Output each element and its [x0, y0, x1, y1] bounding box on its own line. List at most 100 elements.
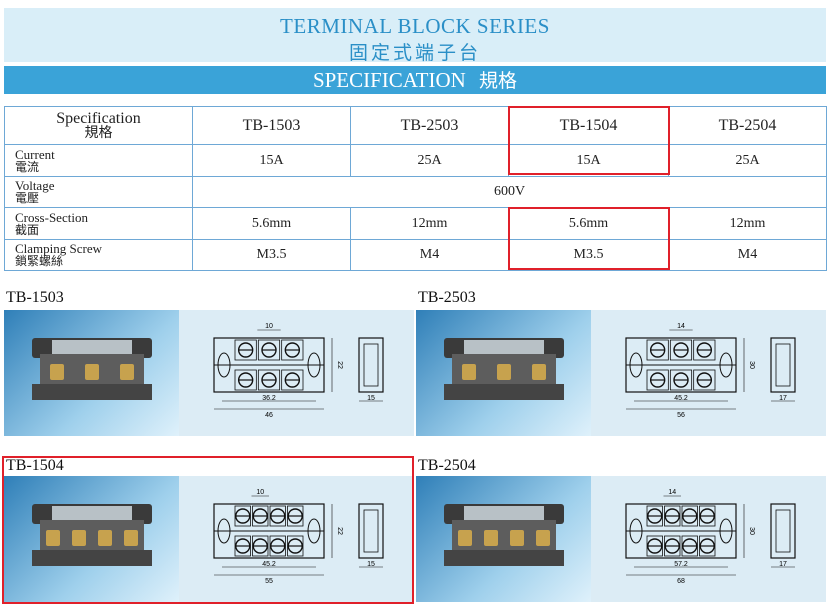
- terminal-block-image: [32, 504, 152, 574]
- highlight-box: [508, 207, 670, 270]
- terminal-cell: [681, 505, 698, 527]
- block-base: [444, 384, 564, 400]
- outer-dim-label: 56: [677, 412, 685, 419]
- side-dim-label: 15: [367, 561, 375, 568]
- terminal-screw: [458, 530, 472, 546]
- mount-hole: [307, 518, 321, 544]
- terminal-screw: [497, 364, 511, 380]
- terminal-cell: [669, 339, 693, 361]
- outer-dim-label: 46: [265, 412, 273, 419]
- side-dim-label: 15: [367, 395, 375, 402]
- product-label: TB-2503: [418, 289, 476, 306]
- terminal-cell: [664, 535, 681, 557]
- model-header: TB-2503: [350, 106, 509, 145]
- terminal-screw: [46, 530, 60, 546]
- clear-cover: [464, 340, 544, 354]
- terminal-screw: [462, 364, 477, 380]
- terminal-cell: [257, 369, 281, 391]
- model-header: TB-1503: [192, 106, 351, 145]
- pitch-dim-label: 10: [265, 323, 273, 330]
- model-header: TB-1504: [508, 106, 669, 145]
- mount-hole: [217, 352, 231, 378]
- row-label: Voltage 電壓: [4, 176, 193, 208]
- table-cell: 15A: [508, 144, 669, 177]
- terminal-cell: [287, 505, 304, 527]
- table-cell: M4: [350, 239, 509, 271]
- terminal-screw: [484, 530, 498, 546]
- inner-dim-label: 45.2: [262, 561, 276, 568]
- height-dim-label: 22: [336, 361, 343, 369]
- terminal-cell: [252, 535, 269, 557]
- table-cell: M3.5: [192, 239, 351, 271]
- mount-hole: [629, 352, 643, 378]
- terminal-cell: [646, 339, 669, 361]
- height-dim-label: 22: [336, 527, 343, 535]
- product-label: TB-1503: [6, 289, 64, 306]
- side-view-outline: [770, 503, 796, 559]
- terminal-cell: [669, 369, 693, 391]
- table-cell: M3.5: [508, 239, 669, 271]
- table-row-voltage: Voltage 電壓 600V: [4, 176, 827, 208]
- row-label-english: Cross-Section: [15, 209, 88, 225]
- terminal-cell: [234, 535, 251, 557]
- row-label-chinese: 電壓: [15, 191, 40, 205]
- product-photo: [416, 476, 591, 602]
- height-dim-label: 30: [748, 361, 755, 369]
- table-cell: 5.6mm: [192, 207, 351, 240]
- table-cell: 15A: [192, 144, 351, 177]
- terminal-cell: [269, 535, 286, 557]
- header-label-cell: Specification 規格: [4, 106, 193, 145]
- side-dim-label: 17: [779, 395, 787, 402]
- terminal-screw: [98, 530, 112, 546]
- highlight-box: [508, 106, 670, 175]
- row-label-english: Voltage: [15, 178, 55, 193]
- terminal-screw: [72, 530, 86, 546]
- title-english: TERMINAL BLOCK SERIES: [280, 14, 550, 38]
- terminal-screw: [85, 364, 99, 380]
- terminal-screw: [124, 530, 138, 546]
- terminal-cell: [281, 369, 304, 391]
- pitch-dim-label: 14: [668, 489, 676, 496]
- outer-dim-label: 55: [265, 578, 273, 585]
- product-photo: [416, 310, 591, 436]
- terminal-screw: [531, 364, 546, 380]
- terminal-cell: [693, 339, 716, 361]
- table-cell: 25A: [350, 144, 509, 177]
- terminal-screw: [119, 364, 134, 380]
- specification-band: SPECIFICATION 規格: [4, 66, 826, 94]
- side-view-inner: [363, 343, 379, 387]
- terminal-cell: [234, 339, 257, 361]
- table-cell-merged: 600V: [192, 176, 827, 208]
- terminal-screw: [536, 530, 550, 546]
- pitch-dim-label: 14: [677, 323, 685, 330]
- header-label-chinese: 規格: [84, 124, 113, 141]
- terminal-cell: [699, 505, 716, 527]
- terminal-screw: [50, 364, 65, 380]
- terminal-cell: [234, 369, 257, 391]
- block-base: [32, 384, 152, 400]
- product-photo: [4, 310, 179, 436]
- block-base: [444, 550, 564, 566]
- terminal-cell: [234, 505, 251, 527]
- terminal-cell: [699, 535, 716, 557]
- terminal-block-image: [444, 504, 564, 574]
- table-row-clamping-screw: Clamping Screw 鎖緊螺絲 M3.5 M4 M3.5 M4: [4, 239, 827, 271]
- mount-hole: [719, 518, 733, 544]
- terminal-cell: [269, 505, 286, 527]
- row-label-english: Current: [15, 146, 55, 162]
- table-header-row: Specification 規格 TB-1503 TB-2503 TB-1504…: [4, 106, 827, 145]
- terminal-cell: [252, 505, 269, 527]
- row-label-english: Clamping Screw: [15, 241, 103, 256]
- mount-hole: [629, 518, 643, 544]
- side-view-inner: [775, 343, 791, 387]
- table-cell: 25A: [668, 144, 827, 177]
- row-label-chinese: 截面: [15, 222, 40, 237]
- product-label: TB-1504: [6, 457, 64, 474]
